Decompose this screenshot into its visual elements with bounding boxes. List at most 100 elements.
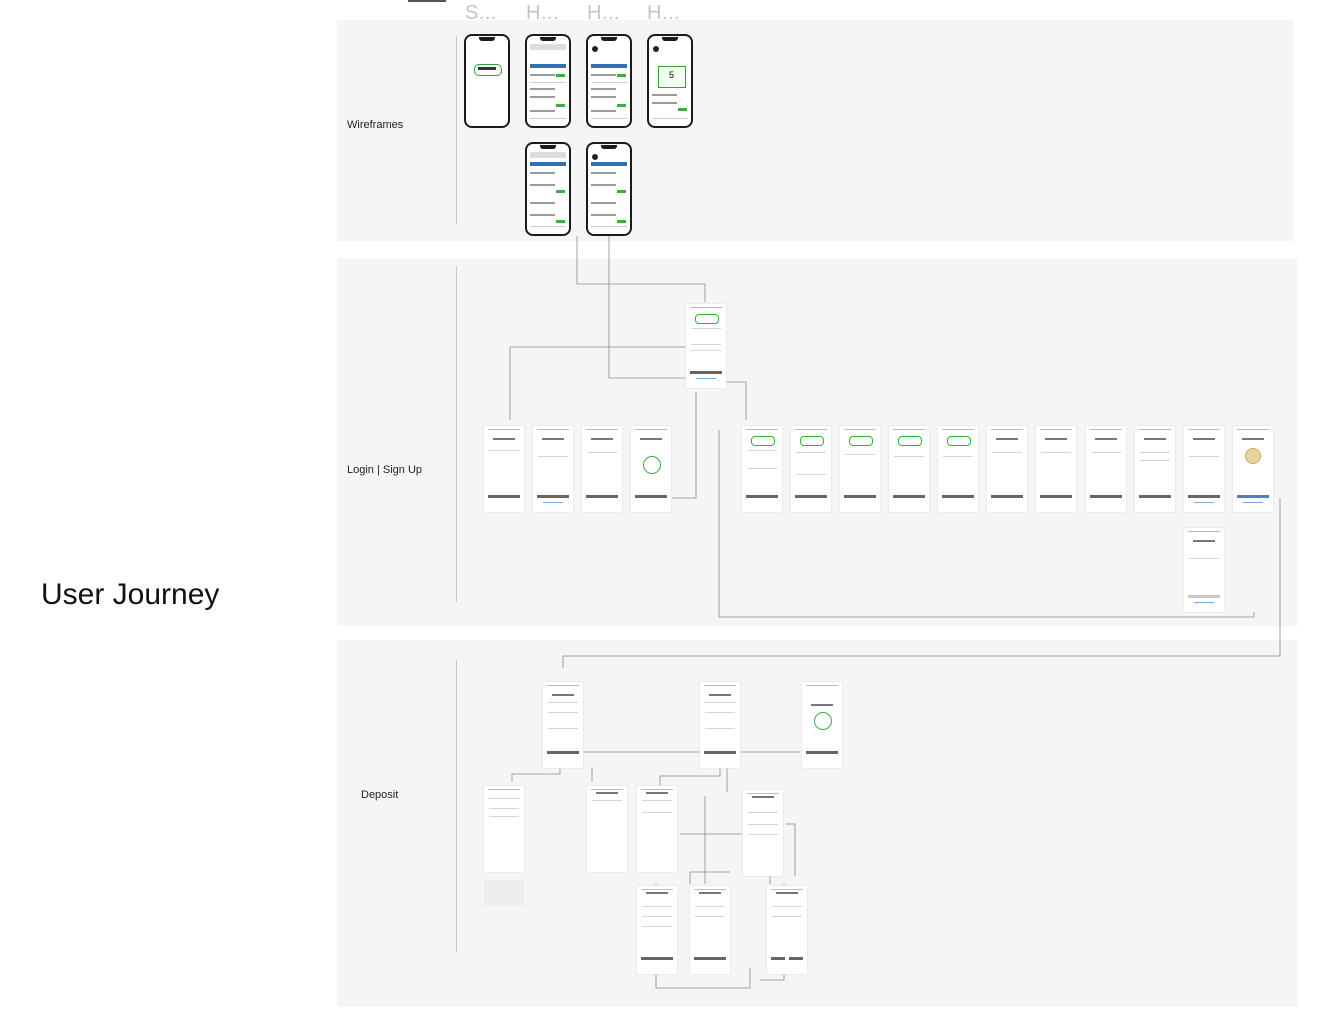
login-button[interactable]: [690, 371, 722, 374]
input-line[interactable]: [587, 452, 617, 453]
login-screen-1[interactable]: [484, 426, 524, 512]
phone-bottom-nav[interactable]: [591, 226, 627, 231]
phone-action-pill[interactable]: [617, 220, 626, 223]
secondary-button[interactable]: [789, 957, 803, 960]
phone-home-1[interactable]: [525, 34, 571, 128]
primary-button[interactable]: [1139, 495, 1171, 498]
phone-bottom-nav[interactable]: [591, 118, 627, 123]
deposit-screen-2[interactable]: [700, 682, 740, 768]
input-line[interactable]: [695, 916, 725, 917]
phone-action-pill[interactable]: [617, 74, 626, 77]
input-line[interactable]: [705, 712, 735, 713]
numeric-keypad[interactable]: [484, 880, 524, 906]
signup-screen-3[interactable]: [840, 426, 880, 512]
deposit-screen-1[interactable]: [543, 682, 583, 768]
phone-action-pill[interactable]: [556, 190, 565, 193]
primary-button[interactable]: [942, 495, 974, 498]
primary-button[interactable]: [547, 751, 579, 754]
primary-button[interactable]: [537, 495, 569, 498]
primary-button[interactable]: [488, 495, 520, 498]
phone-action-pill[interactable]: [617, 190, 626, 193]
primary-button[interactable]: [1237, 495, 1269, 498]
input-line[interactable]: [1140, 452, 1170, 453]
signup-screen-6[interactable]: [987, 426, 1027, 512]
login-hub-screen[interactable]: [686, 304, 726, 388]
input-line[interactable]: [1041, 452, 1071, 453]
primary-button[interactable]: [1188, 595, 1220, 598]
deposit-success-screen[interactable]: [802, 682, 842, 768]
avatar-icon[interactable]: [592, 46, 598, 52]
input-line[interactable]: [642, 916, 672, 917]
input-line[interactable]: [489, 798, 519, 799]
input-line[interactable]: [1189, 558, 1219, 559]
phone-action-pill[interactable]: [556, 220, 565, 223]
input-line[interactable]: [489, 450, 519, 451]
phone-list-2[interactable]: [586, 142, 632, 236]
primary-button[interactable]: [641, 957, 673, 960]
primary-button[interactable]: [586, 495, 618, 498]
primary-button[interactable]: [806, 751, 838, 754]
input-line[interactable]: [695, 906, 725, 907]
input-line[interactable]: [642, 906, 672, 907]
input-line[interactable]: [1091, 452, 1121, 453]
input-line[interactable]: [592, 800, 622, 801]
phone-home-3[interactable]: 5: [647, 34, 693, 128]
phone-bottom-nav[interactable]: [530, 118, 566, 123]
input-line[interactable]: [642, 812, 672, 813]
primary-button[interactable]: [991, 495, 1023, 498]
primary-button[interactable]: [635, 495, 667, 498]
signup-screen-5[interactable]: [938, 426, 978, 512]
secondary-link[interactable]: [543, 502, 563, 503]
deposit-screen-form-3[interactable]: [767, 886, 807, 974]
signup-screen-9[interactable]: [1135, 426, 1175, 512]
phone-bottom-nav[interactable]: [530, 226, 566, 231]
input-line[interactable]: [748, 834, 778, 835]
input-line[interactable]: [1189, 456, 1219, 457]
primary-button[interactable]: [746, 495, 778, 498]
avatar-icon[interactable]: [653, 46, 659, 52]
phone-action-pill[interactable]: [556, 74, 565, 77]
primary-button[interactable]: [1188, 495, 1220, 498]
signup-screen-4[interactable]: [889, 426, 929, 512]
signup-screen-8[interactable]: [1086, 426, 1126, 512]
primary-button[interactable]: [795, 495, 827, 498]
secondary-link[interactable]: [1194, 602, 1214, 603]
signup-complete-screen[interactable]: [1233, 426, 1273, 512]
login-screen-2[interactable]: [533, 426, 573, 512]
deposit-screen-bank[interactable]: [637, 786, 677, 872]
verify-screen[interactable]: [1184, 528, 1224, 612]
primary-button[interactable]: [893, 495, 925, 498]
input-line[interactable]: [705, 702, 735, 703]
signup-screen-10[interactable]: [1184, 426, 1224, 512]
primary-button[interactable]: [704, 751, 736, 754]
signup-screen-1[interactable]: [742, 426, 782, 512]
deposit-screen-card[interactable]: [743, 790, 783, 876]
phone-list-1[interactable]: [525, 142, 571, 236]
primary-button[interactable]: [844, 495, 876, 498]
login-success-screen[interactable]: [631, 426, 671, 512]
input-line[interactable]: [772, 916, 802, 917]
deposit-screen-amount[interactable]: [484, 786, 524, 872]
input-line[interactable]: [548, 702, 578, 703]
phone-action-pill[interactable]: [556, 104, 565, 107]
phone-action-pill[interactable]: [617, 104, 626, 107]
signup-link[interactable]: [696, 378, 716, 379]
primary-button[interactable]: [1090, 495, 1122, 498]
input-line[interactable]: [548, 712, 578, 713]
input-line[interactable]: [642, 926, 672, 927]
primary-button[interactable]: [771, 957, 785, 960]
phone-splash[interactable]: [464, 34, 510, 128]
deposit-screen-form-1[interactable]: [637, 886, 677, 974]
input-line[interactable]: [748, 812, 778, 813]
primary-button[interactable]: [694, 957, 726, 960]
secondary-link[interactable]: [1194, 502, 1214, 503]
input-line[interactable]: [538, 456, 568, 457]
deposit-screen-method[interactable]: [587, 786, 627, 872]
input-line[interactable]: [748, 824, 778, 825]
deposit-screen-form-2[interactable]: [690, 886, 730, 974]
signup-screen-2[interactable]: [791, 426, 831, 512]
phone-action-pill[interactable]: [678, 108, 687, 111]
input-line[interactable]: [992, 452, 1022, 453]
input-line[interactable]: [642, 800, 672, 801]
input-line[interactable]: [772, 906, 802, 907]
